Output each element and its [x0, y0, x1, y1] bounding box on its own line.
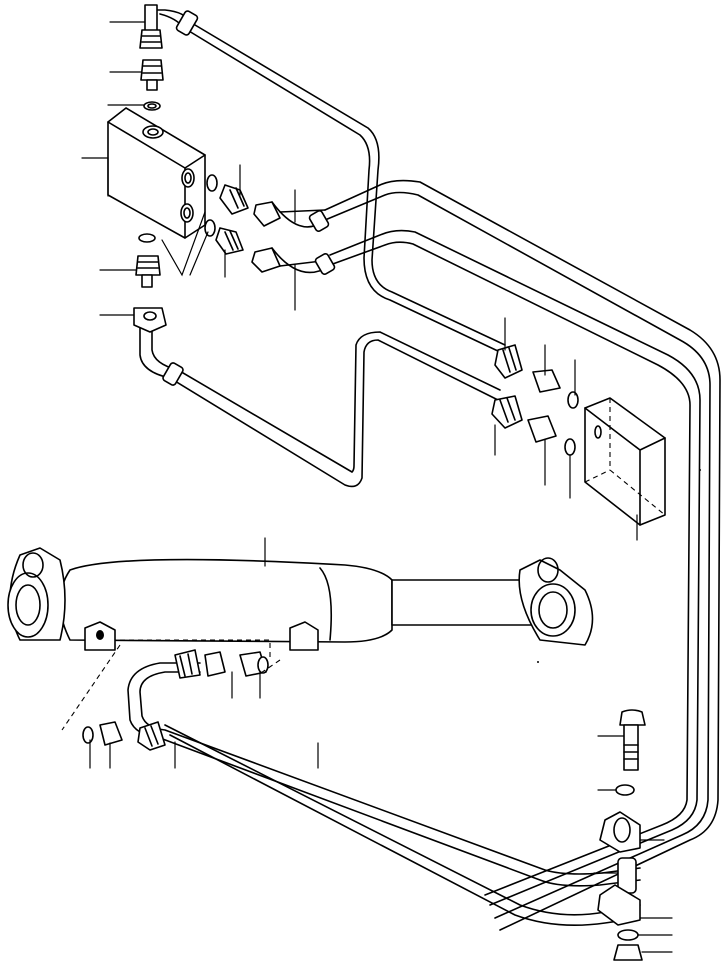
- hydraulic-cylinder: [8, 548, 593, 650]
- lower-left-fittings: [83, 650, 268, 750]
- top-fittings: [140, 5, 199, 110]
- valve-side-fittings: [205, 175, 336, 275]
- stray-mark: [699, 469, 701, 471]
- stray-mark: [537, 661, 539, 663]
- clamp-assembly: [598, 710, 645, 960]
- right-valve-box: [585, 398, 665, 525]
- dashed-lead-lines: [62, 640, 280, 730]
- mid-right-fittings: [492, 345, 578, 455]
- valve-block: [108, 108, 205, 238]
- bottom-valve-fittings: [134, 234, 166, 332]
- right-loop-hoses: [150, 10, 720, 930]
- callout-leader-lines: [82, 22, 672, 952]
- bottom-hoses: [128, 663, 640, 925]
- left-return-hose: [140, 318, 500, 486]
